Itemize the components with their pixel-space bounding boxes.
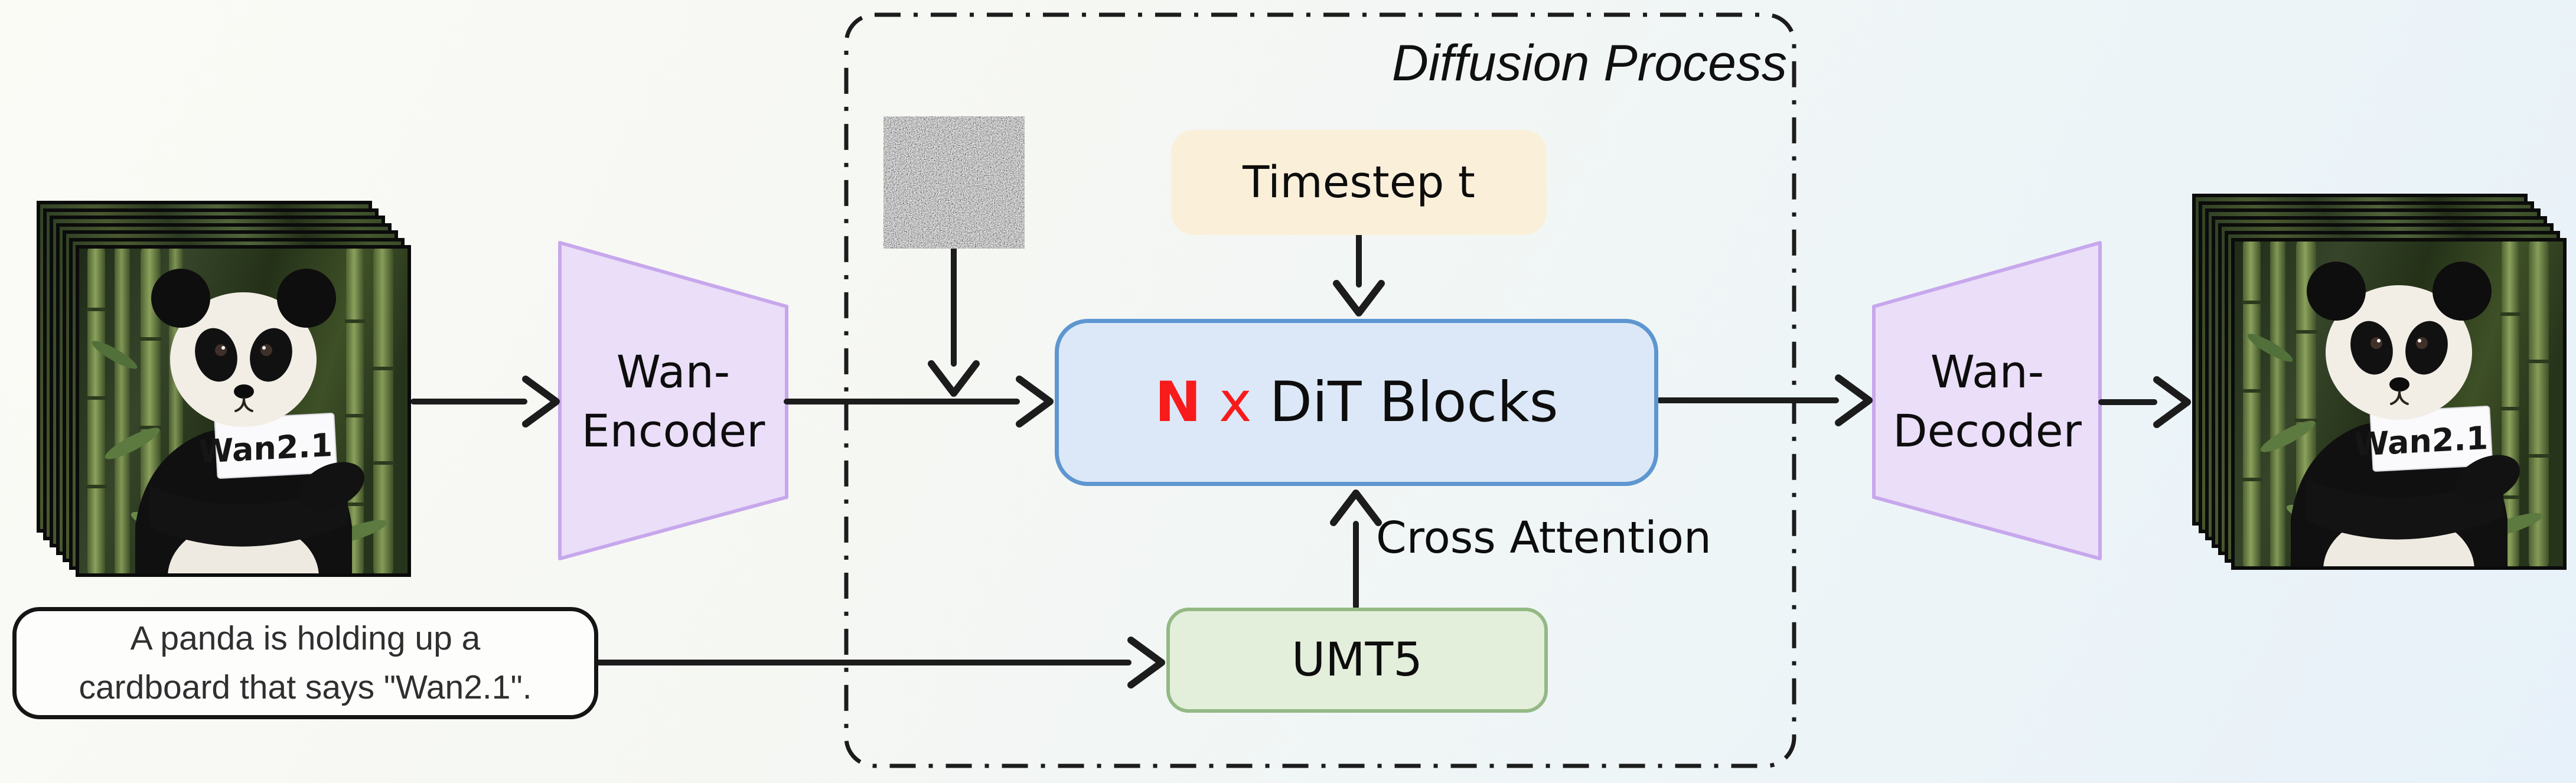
arrow-dit-to-decoder bbox=[1657, 374, 1873, 426]
panda: Wan2.1 bbox=[135, 269, 364, 573]
arrow-frames-to-encoder bbox=[410, 376, 560, 428]
cross-attention-label: Cross Attention bbox=[1376, 513, 1711, 563]
timestep-label: Timestep t bbox=[1243, 157, 1475, 208]
timestep-box: Timestep t bbox=[1171, 130, 1547, 235]
wan-decoder-line1: Wan- bbox=[1930, 345, 2045, 398]
noise-latent-image bbox=[883, 116, 1025, 249]
video-frame-front: Wan2.1 bbox=[76, 245, 411, 577]
wan-encoder-line1: Wan- bbox=[616, 345, 731, 398]
diffusion-process-title: Diffusion Process bbox=[1391, 35, 1787, 92]
dit-times-symbol: x bbox=[1219, 370, 1252, 435]
arrow-timestep-to-dit bbox=[1333, 232, 1385, 317]
arrow-decoder-to-frames bbox=[2098, 376, 2191, 428]
umt5-label: UMT5 bbox=[1292, 634, 1423, 687]
arrow-encoder-to-dit bbox=[784, 376, 1054, 428]
wan-encoder-trapezoid bbox=[558, 241, 788, 560]
output-video-frame-stack: Wan2.1 bbox=[2192, 194, 2576, 607]
arrow-prompt-to-umt5 bbox=[595, 637, 1165, 689]
wan-encoder-label: Wan- Encoder bbox=[560, 319, 787, 484]
umt5-box: UMT5 bbox=[1166, 608, 1548, 713]
wan-decoder-line2: Decoder bbox=[1893, 404, 2082, 457]
panda-illustration: Wan2.1 bbox=[79, 249, 407, 573]
dit-blocks-box: N x DiT Blocks bbox=[1055, 319, 1658, 486]
dit-label: DiT Blocks bbox=[1269, 370, 1558, 435]
prompt-line2: cardboard that says "Wan2.1". bbox=[79, 668, 532, 706]
cardboard-sign-text: Wan2.1 bbox=[198, 426, 333, 471]
wan-decoder-label: Wan- Decoder bbox=[1874, 319, 2101, 484]
arrow-noise-to-dit-input bbox=[928, 246, 980, 397]
cardboard-sign-text: Wan2.1 bbox=[2354, 419, 2489, 464]
panda: Wan2.1 bbox=[2291, 262, 2520, 566]
video-frame-front: Wan2.1 bbox=[2231, 238, 2567, 570]
panda-illustration: Wan2.1 bbox=[2235, 242, 2563, 566]
prompt-line1: A panda is holding up a bbox=[130, 619, 481, 658]
diffusion-process-dashed-box bbox=[844, 12, 1796, 768]
dit-n-count: N bbox=[1155, 370, 1201, 435]
input-video-frame-stack: Wan2.1 bbox=[37, 201, 450, 614]
text-prompt-box: A panda is holding up a cardboard that s… bbox=[12, 607, 598, 719]
arrow-umt5-to-dit-cross-attention bbox=[1330, 490, 1382, 609]
wan-encoder-line2: Encoder bbox=[581, 404, 765, 457]
wan-decoder-trapezoid bbox=[1872, 241, 2102, 560]
